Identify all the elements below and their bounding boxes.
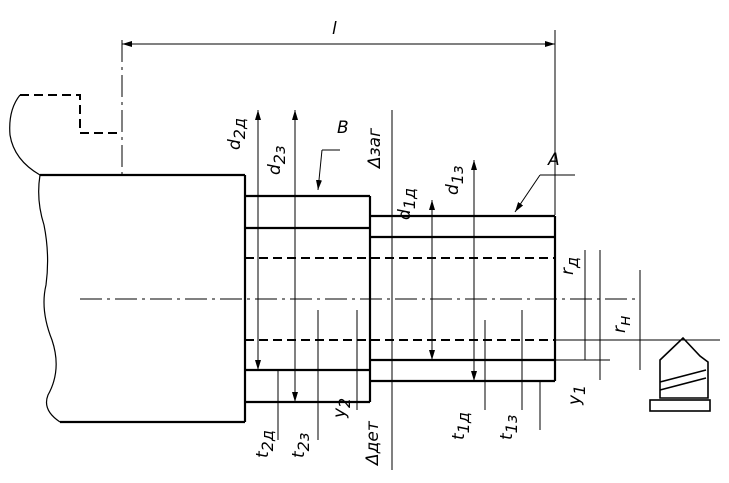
length-dimension: l xyxy=(122,19,556,215)
chuck-outline xyxy=(9,40,123,176)
svg-text:t1з: t1з xyxy=(497,415,521,440)
label-d2z: d2з xyxy=(265,146,289,175)
svg-text:d2з: d2з xyxy=(265,146,289,175)
label-r-n: rн xyxy=(610,316,634,333)
label-delta-zag: Δзаг xyxy=(365,128,385,170)
label-t1z: t1з xyxy=(497,415,521,440)
label-surface-a: A xyxy=(547,150,560,170)
svg-text:Δдет: Δдет xyxy=(363,420,383,467)
svg-text:d2д: d2д xyxy=(225,118,249,150)
svg-text:y1: y1 xyxy=(565,385,589,406)
label-y2: y2 xyxy=(330,398,354,419)
diameter-dimension-lines xyxy=(255,110,477,470)
cutting-tool-icon xyxy=(649,336,711,412)
label-d1z: d1з xyxy=(443,166,467,195)
label-delta-det: Δдет xyxy=(363,420,383,467)
label-t2z: t2з xyxy=(289,433,313,458)
label-t2d: t2д xyxy=(253,430,277,458)
svg-text:d1з: d1з xyxy=(443,166,467,195)
shaft-body xyxy=(38,173,247,424)
step-1 xyxy=(370,214,557,383)
svg-text:y2: y2 xyxy=(330,398,354,419)
label-y1: y1 xyxy=(565,385,589,406)
label-t1d: t1д xyxy=(449,412,473,440)
surface-leaders xyxy=(316,149,575,213)
svg-text:t1д: t1д xyxy=(449,412,473,440)
label-surface-b: B xyxy=(337,118,349,138)
svg-text:d1д: d1д xyxy=(395,188,419,220)
svg-text:Δзаг: Δзаг xyxy=(365,128,385,170)
allowance-lines xyxy=(245,257,555,341)
radius-extension-lines xyxy=(555,250,720,380)
label-d1d: d1д xyxy=(395,188,419,220)
depth-dimension-lines xyxy=(277,310,541,440)
labels: B A d2д d2з Δзаг d1д d1з rд rн y2 y1 t2д xyxy=(225,118,634,467)
label-r-d: rд xyxy=(558,257,582,275)
svg-text:t2з: t2з xyxy=(289,433,313,458)
svg-text:t2д: t2д xyxy=(253,430,277,458)
svg-text:rд: rд xyxy=(558,257,582,275)
length-label: l xyxy=(332,19,337,39)
svg-text:rн: rн xyxy=(610,316,634,333)
label-d2d: d2д xyxy=(225,118,249,150)
